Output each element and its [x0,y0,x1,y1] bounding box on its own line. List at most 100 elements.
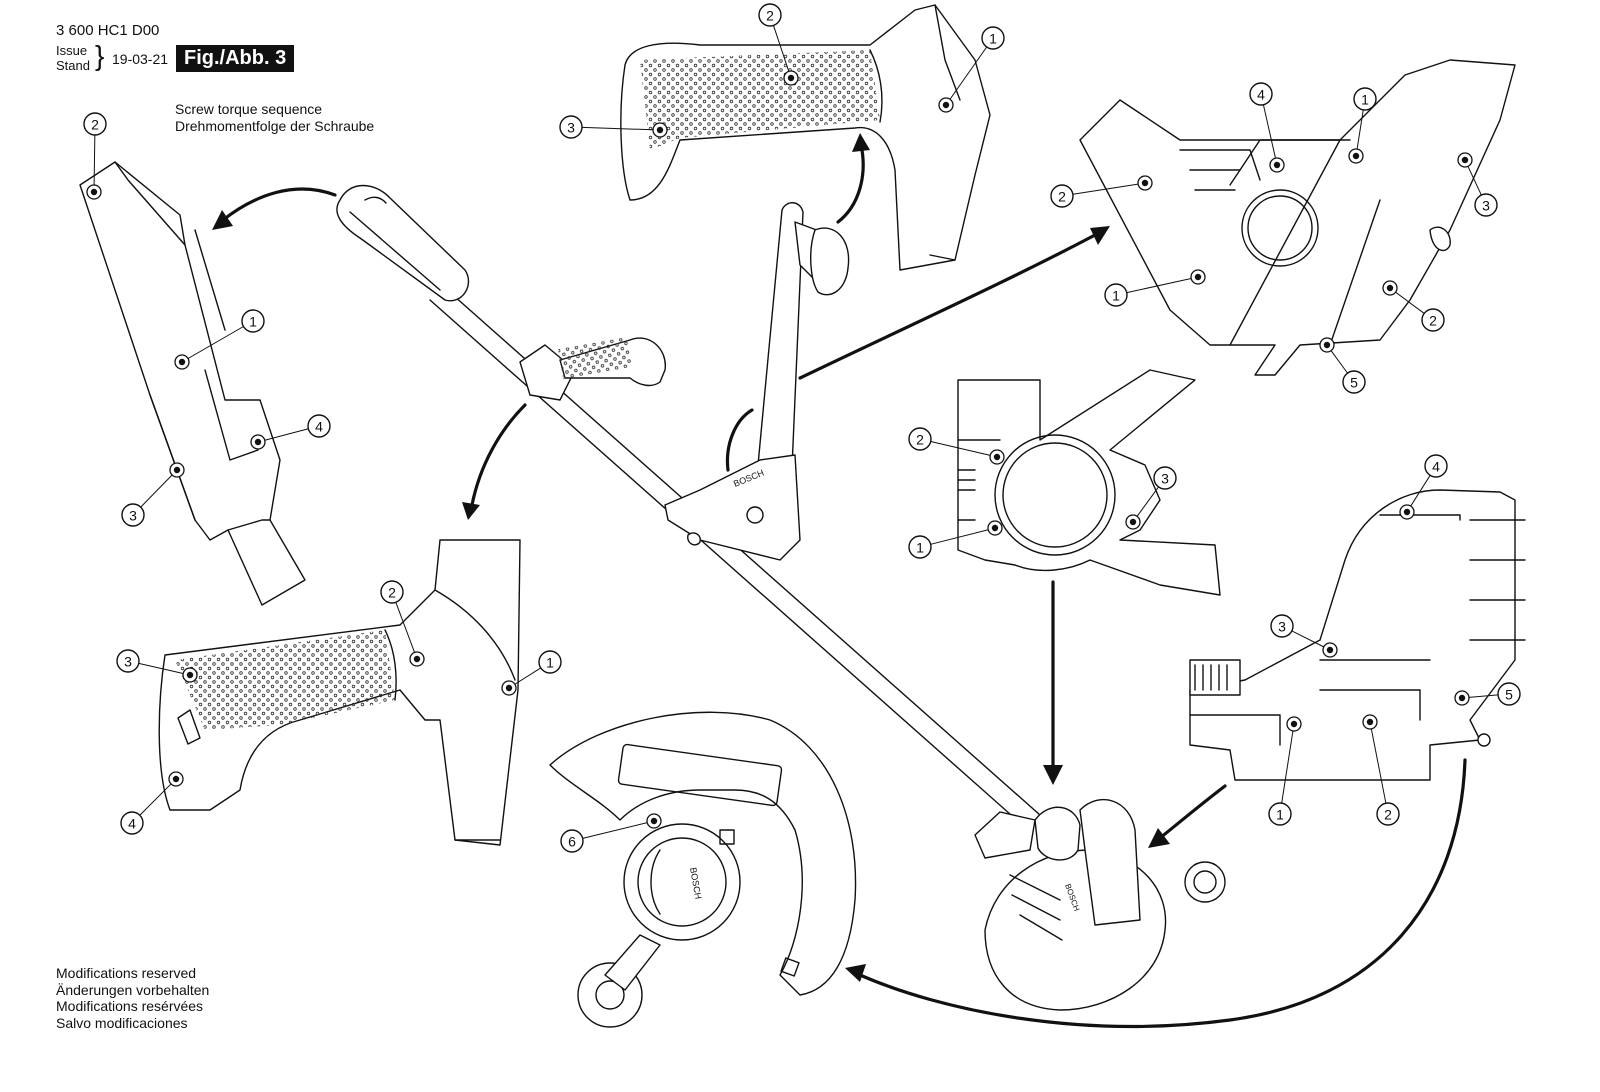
support-arm [757,202,804,469]
callout-head-joint-3: 1 [908,520,1003,559]
motor-dome [1079,799,1141,926]
screw-head-icon [172,775,180,783]
callout-number: 2 [1384,807,1392,823]
screw-head-icon [505,684,513,692]
callout-motor-side-3: 5 [1454,682,1521,706]
leader-line [582,822,648,839]
callout-tube-housing-1: 2 [83,112,107,200]
callout-number: 2 [766,8,774,24]
knob [810,227,850,296]
callout-motor-housing-top-3: 3 [1457,152,1498,217]
modifications-de: Änderungen vorbehalten [56,981,210,998]
document-number: 3 600 HC1 D00 [56,22,160,39]
callout-bubble [1421,308,1445,332]
callout-number: 3 [567,120,575,136]
screw-head-icon [650,817,658,825]
callout-bubble [559,115,583,139]
torque-caption-en: Screw torque sequence [175,101,323,117]
callout-number: 1 [1276,807,1284,823]
issue-label-de: Stand [56,58,90,73]
leader-line [1330,350,1348,374]
callout-bubble [1268,802,1292,826]
top-handle-detail [620,4,991,271]
callout-bubble [1270,614,1294,638]
screw-head-icon [1352,152,1360,160]
leader-line [930,441,991,456]
callout-bubble [981,26,1005,50]
callout-number: 3 [1482,198,1490,214]
modifications-en: Modifications reserved [56,965,197,981]
screw-head-icon [1326,646,1334,654]
head-joint-detail [957,369,1221,596]
modifications-notice: Modifications reserved Änderungen vorbeh… [56,965,209,1031]
callout-number: 3 [1278,619,1286,635]
callout-number: 2 [916,432,924,448]
screw-head-icon [1461,156,1469,164]
arrow-motor-side-to-head [1158,784,1227,840]
leader-line [139,783,172,816]
leader-line [93,134,96,186]
callout-motor-housing-top-1: 4 [1249,82,1285,173]
screw-head-icon [1194,273,1202,281]
leader-line [140,474,173,508]
callout-number: 4 [128,816,136,832]
arrow-to-tube-housing [221,187,337,222]
callout-tube-housing-4: 3 [121,462,185,527]
screw-head-icon [1386,284,1394,292]
callout-bubble [116,649,140,673]
callout-top-handle-2: 1 [938,26,1005,113]
tube-housing-detail [79,161,306,606]
callout-motor-side-2: 3 [1270,614,1338,658]
leader-line [1410,475,1431,507]
callout-tube-housing-2: 1 [174,309,265,370]
callout-number: 1 [249,314,257,330]
screw-head-icon [186,671,194,679]
screw-head-icon [1458,694,1466,702]
leader-line [1468,694,1499,698]
screw-head-icon [254,438,262,446]
callout-motor-housing-top-6: 2 [1382,280,1445,332]
callout-number: 2 [388,585,396,601]
modifications-fr: Modifications resérvées [56,998,204,1014]
modifications-es: Salvo modificaciones [56,1014,188,1031]
leader-line [395,602,416,653]
leader-line [1467,166,1482,196]
cutting-head [984,849,1167,1011]
arrow-to-top-handle [836,148,865,224]
callout-number: 5 [1505,687,1513,703]
callout-bubble [1376,802,1400,826]
callout-head-joint-1: 2 [908,427,1005,465]
callout-bubble [1153,466,1177,490]
leader-line [187,326,244,359]
callout-aux-handle-3: 1 [501,650,562,696]
callout-number: 1 [989,31,997,47]
callout-number: 2 [1058,189,1066,205]
screw-head-icon [1141,179,1149,187]
screw-head-icon [991,524,999,532]
issue-label: Issue Stand [56,43,100,73]
motor-housing-top-detail [1079,59,1516,376]
callout-bubble [1497,682,1521,706]
callout-bubble [758,3,782,27]
callout-bubble [1249,82,1273,106]
callout-number: 1 [916,540,924,556]
callout-number: 3 [124,654,132,670]
callout-number: 3 [129,508,137,524]
issue-label-en: Issue [56,43,88,58]
callout-top-handle-3: 3 [559,115,668,139]
callout-bubble [307,414,331,438]
leader-line [1136,486,1159,517]
callout-number: 1 [546,655,554,671]
callout-bubble [1474,193,1498,217]
screw-head-icon [178,358,186,366]
aux-handle-detail [158,539,521,846]
motor-side-detail [1189,489,1526,781]
callout-number: 4 [1432,459,1440,475]
leader-line [581,126,654,131]
callout-bubble [83,112,107,136]
callout-tube-housing-3: 4 [250,414,331,450]
leader-line [1291,630,1324,648]
callout-motor-side-4: 1 [1268,716,1302,826]
